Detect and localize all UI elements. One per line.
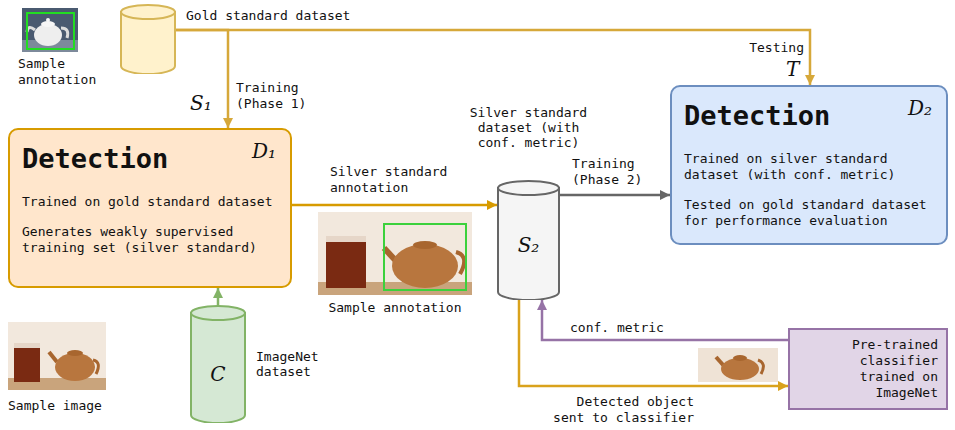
dataset-label: Silver standard dataset (with conf. metr…	[466, 105, 591, 150]
classifier-box: Pre-trained classifier trained on ImageN…	[788, 328, 948, 410]
cylinder-body	[121, 12, 175, 74]
dataset-label: Gold standard dataset	[186, 8, 350, 23]
flow-arrow	[217, 288, 220, 305]
process-box: Detection D₁ Trained on gold standard data…	[8, 128, 292, 288]
flow-arrow	[176, 30, 228, 128]
dataset-cylinder: Gold standard dataset	[120, 4, 176, 74]
dataset-symbol: S₂	[497, 234, 560, 256]
image-caption: Sample annotation	[318, 300, 472, 316]
flow-arrow	[176, 30, 810, 85]
flow-arrow	[519, 300, 788, 386]
sample-annotation-image	[22, 8, 78, 52]
cylinder-outline	[120, 4, 176, 74]
silver-annotation-image	[318, 212, 472, 295]
box-body: Generates weakly supervised training set…	[22, 224, 278, 256]
box-body: Tested on gold standard dataset for perf…	[684, 197, 934, 229]
dataset-symbol: C	[190, 363, 246, 385]
cylinder-top	[498, 181, 559, 195]
flow-arrow	[292, 204, 497, 207]
set-symbol: T	[786, 58, 799, 80]
detected-object-image	[698, 348, 778, 382]
box-body: Trained on silver standard dataset (with…	[684, 151, 934, 183]
edge-label: Training (Phase 2)	[572, 156, 658, 188]
box-symbol: D₂	[908, 97, 932, 119]
flow-arrow	[542, 300, 788, 340]
flow-arrow	[560, 194, 670, 197]
box-symbol: D₁	[252, 140, 276, 162]
box-title: Detection	[684, 101, 830, 131]
box-title: Detection	[22, 144, 168, 174]
dataset-cylinder: Silver standard dataset (with conf. metr…	[497, 180, 560, 300]
edge-label: Training (Phase 1)	[236, 80, 320, 112]
dataset-cylinder: CImageNet dataset	[190, 305, 246, 423]
image-caption: Sample image	[8, 398, 118, 414]
cylinder-body	[498, 188, 559, 300]
classifier-text: Pre-trained classifier trained on ImageN…	[798, 337, 938, 401]
set-symbol: S₁	[190, 92, 212, 114]
cylinder-body	[191, 313, 245, 423]
cylinder-top	[191, 306, 245, 320]
box-body: Trained on gold standard dataset	[22, 194, 278, 210]
edge-label: Silver standard annotation	[330, 164, 455, 196]
image-caption: Sample annotation	[18, 56, 106, 88]
edge-label: Testing	[744, 40, 804, 56]
image-caption: Detected object sent to classifier	[548, 394, 694, 426]
dataset-label: ImageNet dataset	[256, 349, 336, 379]
process-box: Detection D₂ Trained on silver standard da…	[670, 85, 948, 245]
sample-image	[8, 322, 106, 390]
cylinder-top	[121, 5, 175, 19]
edge-label: conf. metric	[570, 320, 670, 336]
